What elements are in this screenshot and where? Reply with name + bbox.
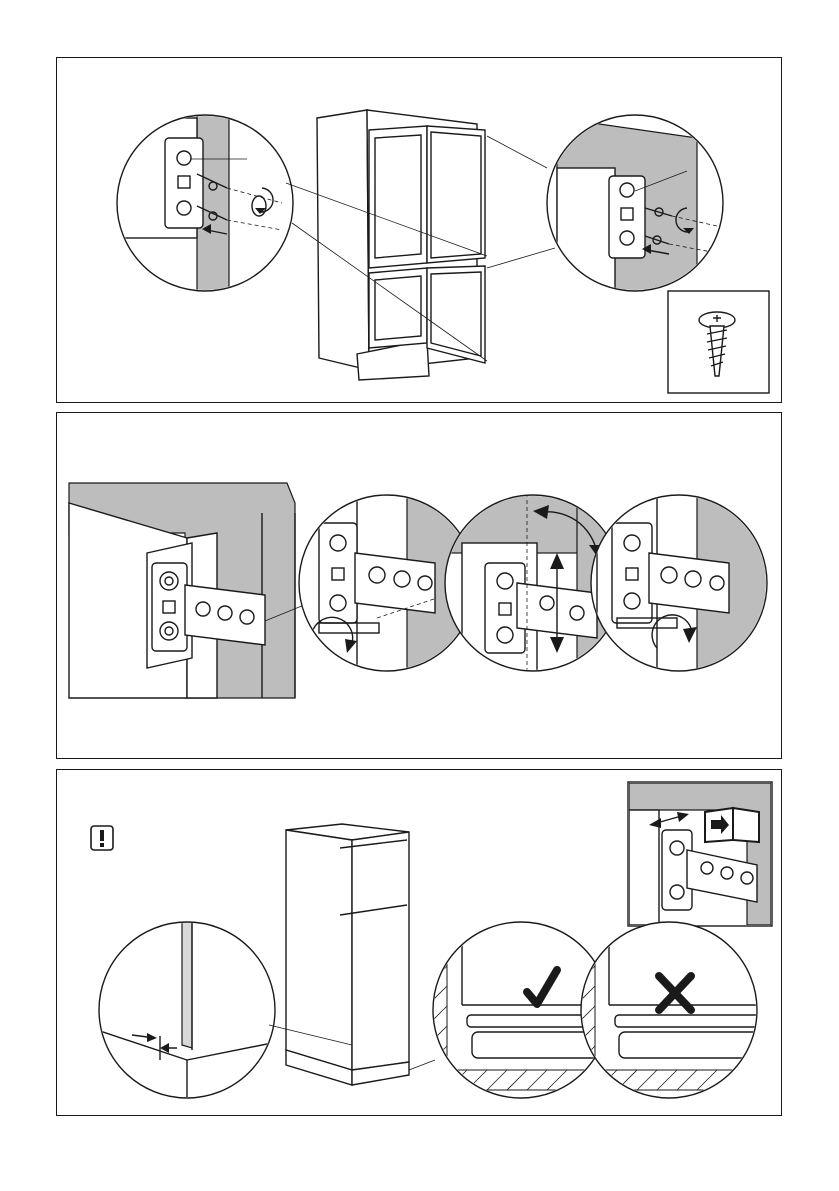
step-1-panel [56, 57, 782, 403]
gap-detail [97, 910, 287, 1100]
screw-box [668, 291, 769, 393]
step-3-illustration [57, 770, 782, 1116]
step-3-panel [56, 769, 782, 1116]
adjust-detail-3 [591, 493, 777, 683]
hinge-detail-right [547, 115, 723, 308]
manual-book-icon [705, 808, 759, 842]
step-2-illustration [57, 413, 782, 759]
warning-icon [91, 826, 113, 850]
manual-reference-box [628, 782, 772, 926]
cabinet-corner [69, 483, 295, 698]
step-2-panel [56, 412, 782, 759]
incorrect-fit-detail [581, 920, 761, 1110]
step-1-illustration [57, 58, 782, 403]
hinge-detail-left [117, 98, 293, 308]
fridge-tall [286, 824, 409, 1085]
